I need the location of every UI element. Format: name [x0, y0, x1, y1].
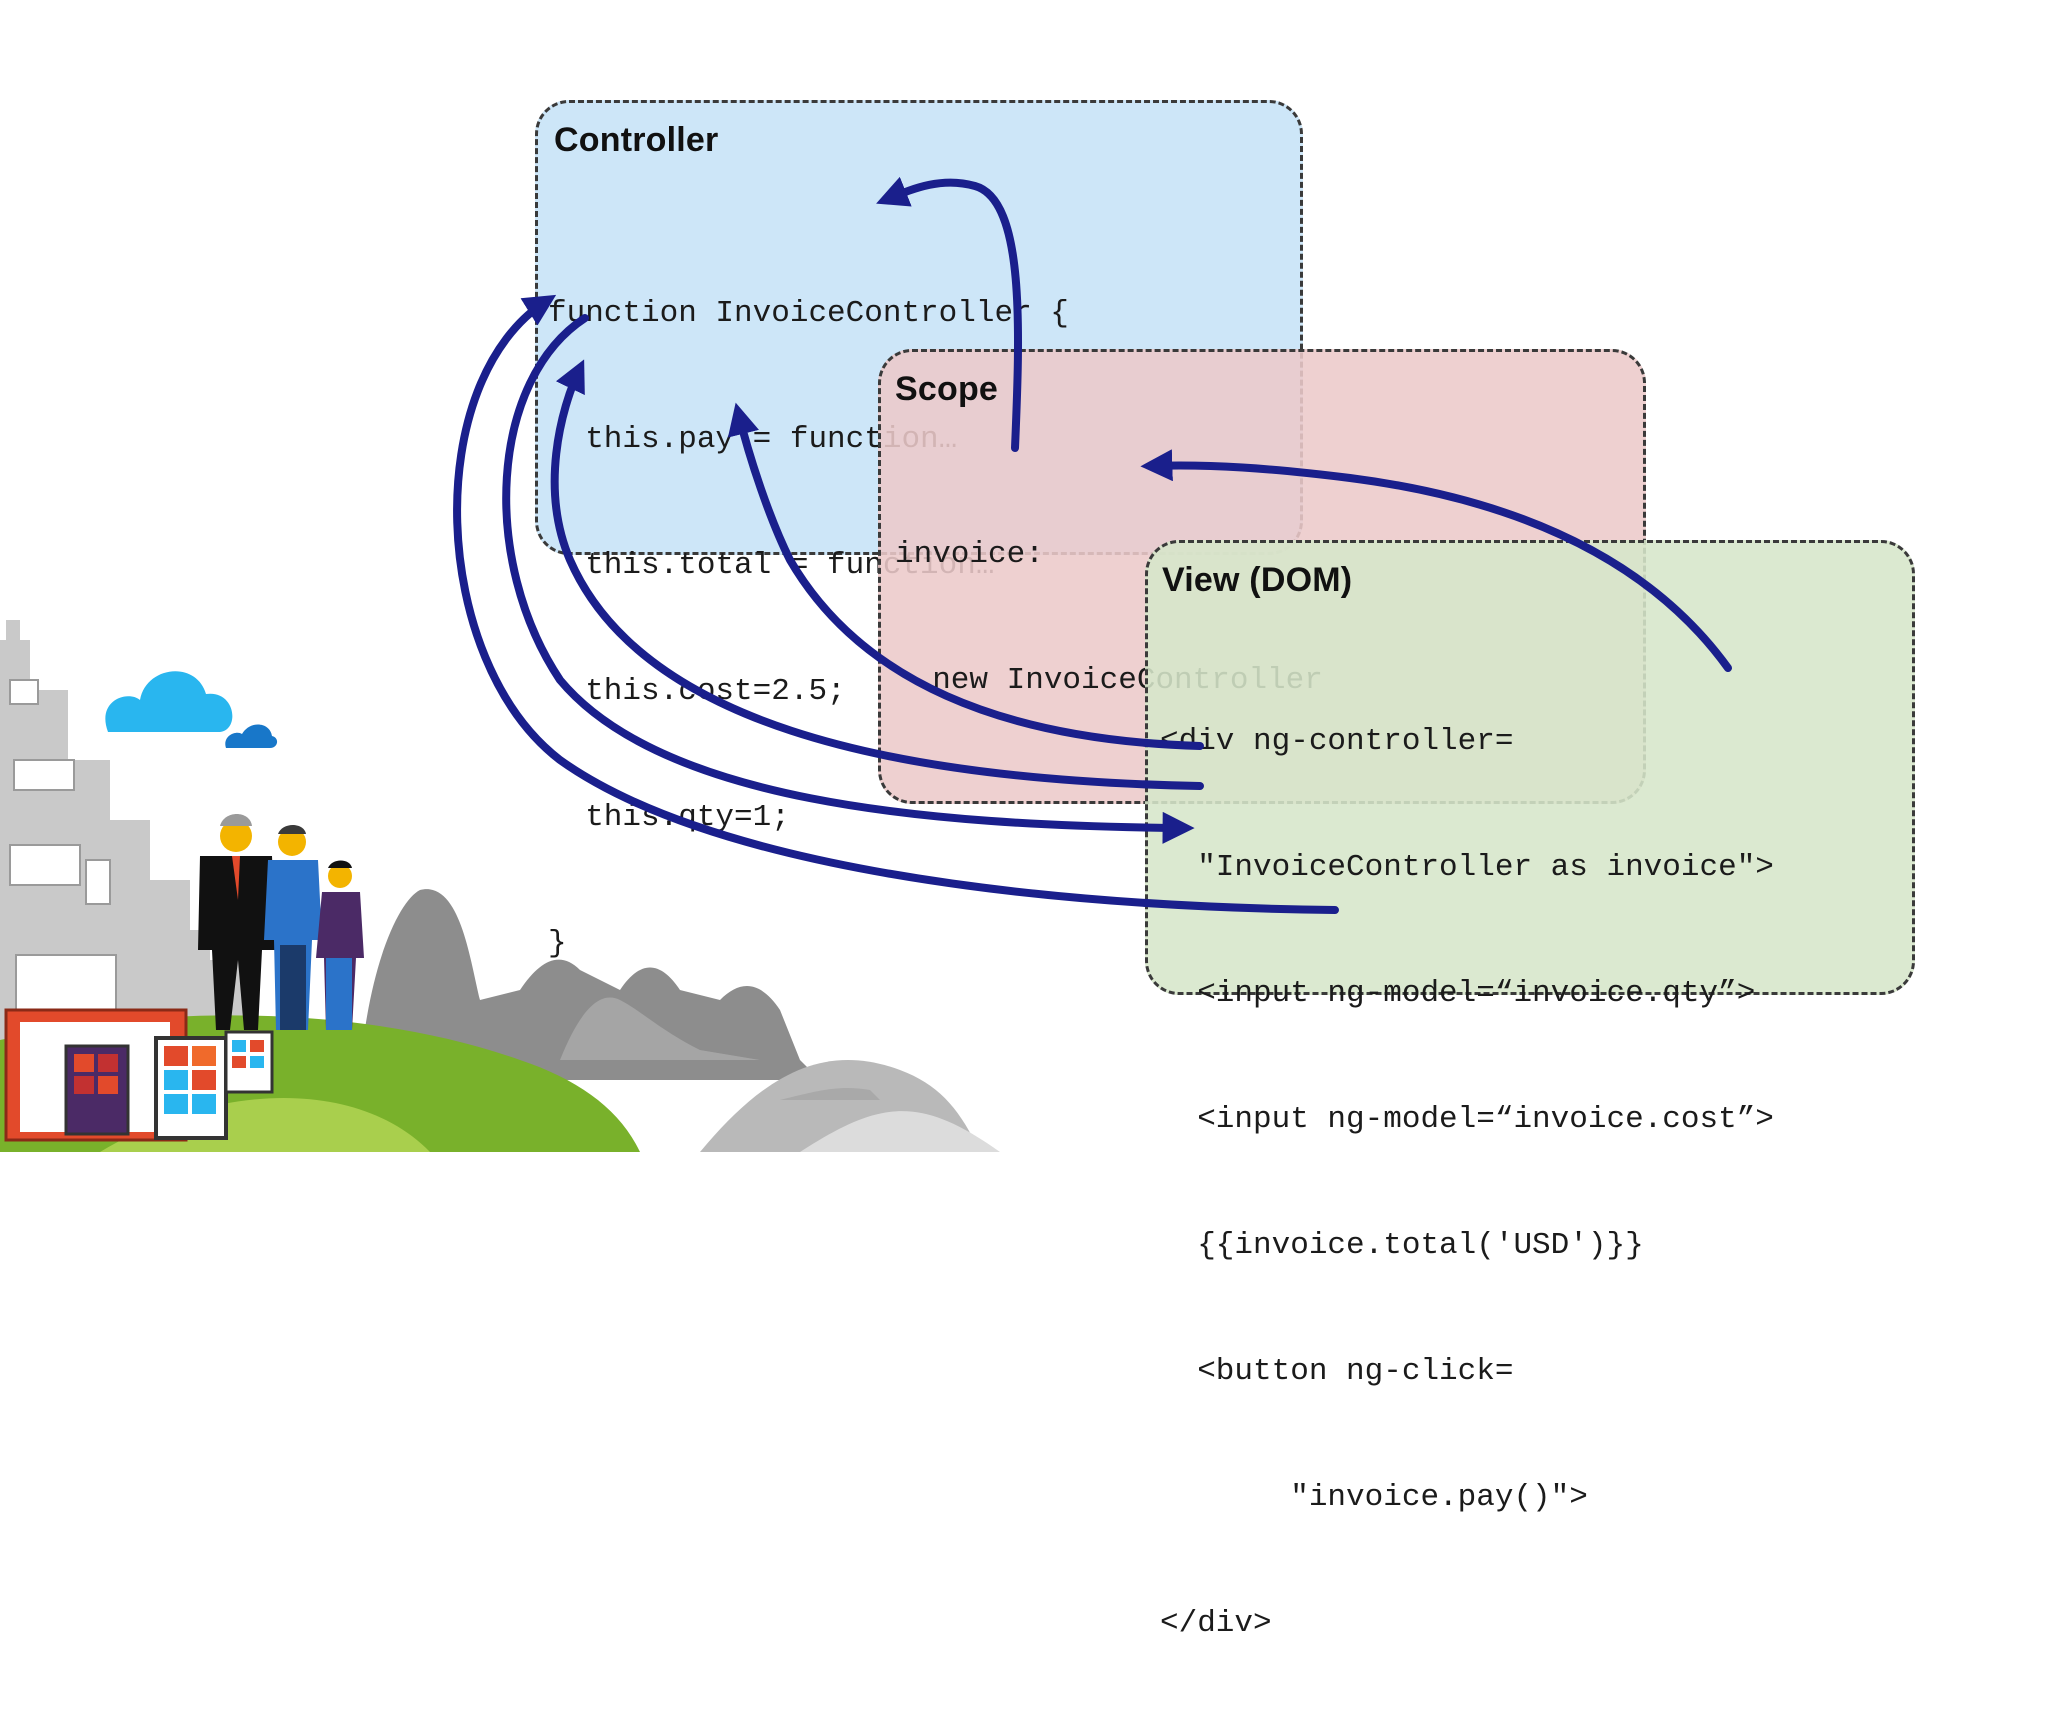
- controller-title: Controller: [554, 121, 719, 159]
- arrow-cost-binding: [550, 359, 1204, 790]
- code-line: <div ng-controller=: [1160, 724, 1514, 759]
- code-line: function InvoiceController {: [548, 296, 1069, 331]
- scope-title: Scope: [895, 370, 999, 408]
- arrow-view-to-scope: [1140, 449, 1732, 672]
- arrow-total-binding: [502, 314, 1195, 844]
- code-line: <input ng-model=“invoice.qty”>: [1160, 976, 1756, 1011]
- arrow-scope-to-controller: [876, 176, 1022, 452]
- code-line: </div>: [1160, 1606, 1272, 1641]
- code-line: "InvoiceController as invoice">: [1160, 850, 1774, 885]
- binding-arrows: [453, 176, 1732, 914]
- view-title: View (DOM): [1162, 561, 1353, 599]
- cloud-icon: [105, 671, 278, 748]
- code-line: "invoice.pay()">: [1160, 1480, 1588, 1515]
- code-line: this.qty=1;: [548, 800, 790, 835]
- crowd-icon: [360, 889, 820, 1080]
- tablet-icon: [4, 1008, 274, 1142]
- arrow-pay-binding: [453, 294, 1339, 914]
- code-line: <input ng-model=“invoice.cost”>: [1160, 1102, 1774, 1137]
- decorative-illustration: [0, 620, 1000, 1152]
- people-icon: [198, 814, 364, 1030]
- arrow-qty-binding: [727, 402, 1204, 750]
- code-line: invoice:: [895, 537, 1044, 572]
- code-line: {{invoice.total('USD')}}: [1160, 1228, 1644, 1263]
- code-line: <button ng-click=: [1160, 1354, 1514, 1389]
- code-line: }: [548, 926, 567, 961]
